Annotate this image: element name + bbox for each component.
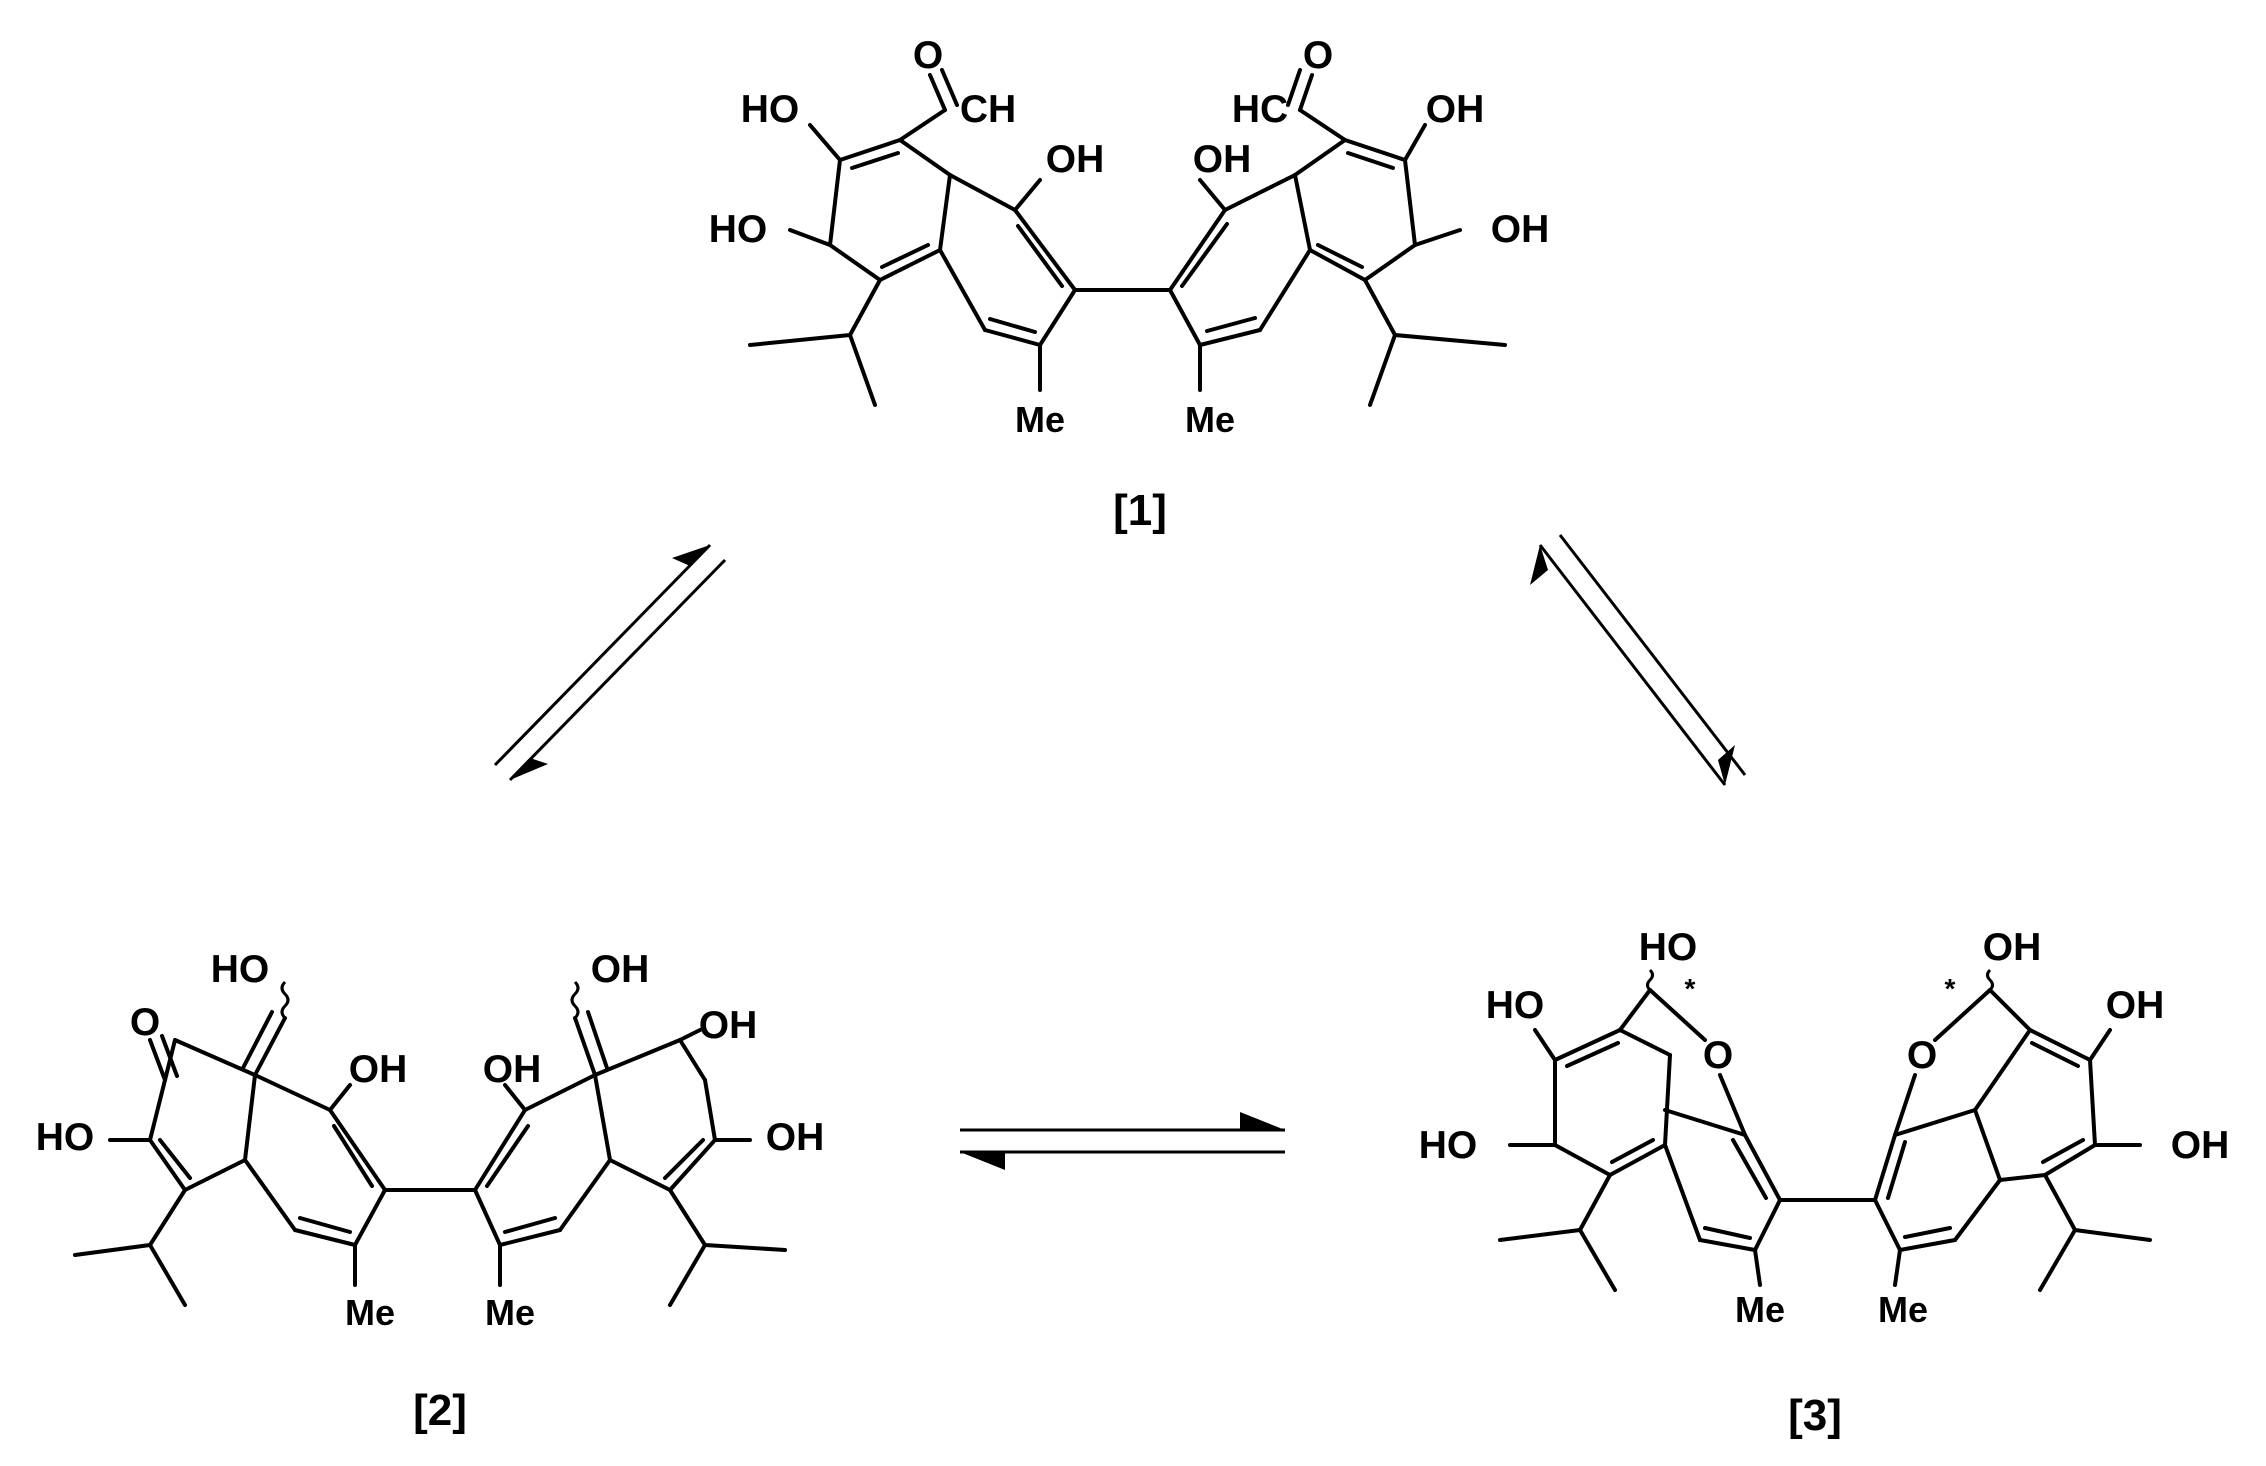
atom-label: OH bbox=[699, 1004, 758, 1047]
atom-label: OH bbox=[2106, 984, 2165, 1027]
equilibrium-arrow-2-3 bbox=[960, 1112, 1285, 1170]
compound-label: [2] bbox=[413, 1386, 467, 1435]
atom-label: O bbox=[1703, 1034, 1733, 1077]
atom-label: HO bbox=[211, 948, 270, 991]
atom-label: OH bbox=[349, 1048, 408, 1091]
compound-label: [3] bbox=[1788, 1391, 1842, 1440]
atom-label: CH bbox=[960, 88, 1016, 131]
atom-label: O bbox=[1303, 34, 1333, 77]
compound-2: O HO HO OH OH OH OH OH Me Me [2] bbox=[36, 948, 825, 1435]
atom-label: OH bbox=[483, 1048, 542, 1091]
atom-label: Me bbox=[1735, 1289, 1785, 1330]
atom-label: O bbox=[913, 34, 943, 77]
compound-3: HO HO HO * O O * OH OH OH Me Me [3] bbox=[1419, 926, 2230, 1440]
atom-label: O bbox=[1907, 1034, 1937, 1077]
atom-label: OH bbox=[1426, 88, 1485, 131]
atom-label: HO bbox=[1486, 984, 1545, 1027]
atom-label: Me bbox=[1015, 399, 1065, 440]
atom-label: Me bbox=[485, 1292, 535, 1333]
atom-label: HO bbox=[1419, 1124, 1478, 1167]
atom-label: Me bbox=[1878, 1289, 1928, 1330]
compound-3-bonds bbox=[1498, 968, 2152, 1292]
compound-3-atom-labels: HO HO HO * O O * OH OH OH Me Me bbox=[1419, 926, 2230, 1330]
compound-label: [1] bbox=[1113, 486, 1167, 535]
atom-label: OH bbox=[766, 1116, 825, 1159]
atom-label: HO bbox=[709, 208, 768, 251]
stereocenter-marker: * bbox=[1945, 973, 1956, 1004]
atom-label: OH bbox=[591, 948, 650, 991]
equilibrium-arrow-1-3 bbox=[1530, 534, 1747, 786]
atom-label: OH bbox=[1983, 926, 2042, 969]
equilibrium-arrow-1-2 bbox=[493, 543, 727, 782]
stereocenter-marker: * bbox=[1685, 973, 1696, 1004]
atom-label: OH bbox=[1193, 138, 1252, 181]
compound-2-bonds bbox=[73, 980, 787, 1307]
atom-label: OH bbox=[1491, 208, 1550, 251]
atom-label: O bbox=[130, 1001, 160, 1044]
compound-1: HO HO O CH OH OH HC O OH OH Me Me [1] bbox=[709, 34, 1550, 535]
atom-label: Me bbox=[345, 1292, 395, 1333]
compound-1-bonds bbox=[748, 68, 1507, 407]
atom-label: OH bbox=[2171, 1124, 2230, 1167]
atom-label: HO bbox=[1639, 926, 1698, 969]
atom-label: HO bbox=[741, 88, 800, 131]
atom-label: HC bbox=[1232, 88, 1288, 131]
compound-2-atom-labels: O HO HO OH OH OH OH OH Me Me bbox=[36, 948, 825, 1333]
atom-label: HO bbox=[36, 1116, 95, 1159]
atom-label: Me bbox=[1185, 399, 1235, 440]
compound-1-atom-labels: HO HO O CH OH OH HC O OH OH Me Me bbox=[709, 34, 1550, 440]
atom-label: OH bbox=[1046, 138, 1105, 181]
